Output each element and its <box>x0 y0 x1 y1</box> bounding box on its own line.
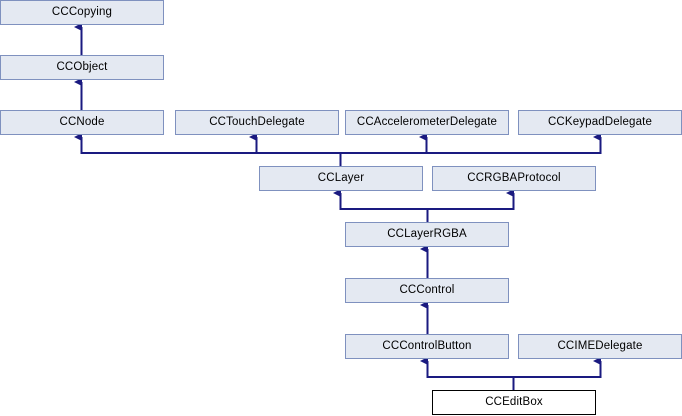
class-node-label: CCKeypadDelegate <box>547 115 653 128</box>
class-node-label: CCEditBox <box>485 395 543 408</box>
class-node-label: CCIMEDelegate <box>557 339 643 352</box>
class-node-label: CCLayer <box>317 171 365 184</box>
class-node-ccaccelerometerdelegate[interactable]: CCAccelerometerDelegate <box>345 110 509 135</box>
class-node-ccobject[interactable]: CCObject <box>0 55 164 80</box>
class-node-label: CCCopying <box>51 5 113 18</box>
class-node-ccrgbaprotocol[interactable]: CCRGBAProtocol <box>432 166 596 191</box>
class-node-label: CCNode <box>59 115 105 128</box>
class-node-ccnode[interactable]: CCNode <box>0 110 164 135</box>
class-node-ccimedelegate[interactable]: CCIMEDelegate <box>518 334 682 359</box>
class-node-label: CCRGBAProtocol <box>467 171 561 184</box>
class-node-label: CCControlButton <box>382 339 472 352</box>
class-node-cctouchdelegate[interactable]: CCTouchDelegate <box>175 110 339 135</box>
class-node-cckeypaddelegate[interactable]: CCKeypadDelegate <box>518 110 682 135</box>
class-node-cccontrolbutton[interactable]: CCControlButton <box>345 334 509 359</box>
class-node-label: CCControl <box>399 283 455 296</box>
class-node-label: CCTouchDelegate <box>209 115 305 128</box>
class-node-cccontrol[interactable]: CCControl <box>345 278 509 303</box>
class-node-cclayer[interactable]: CCLayer <box>259 166 423 191</box>
class-node-label: CCAccelerometerDelegate <box>356 115 498 128</box>
class-node-label: CCObject <box>56 60 108 73</box>
class-node-cclayerrgba[interactable]: CCLayerRGBA <box>345 222 509 247</box>
class-node-cceditbox[interactable]: CCEditBox <box>432 390 596 415</box>
class-node-cccopying[interactable]: CCCopying <box>0 0 164 25</box>
class-node-label: CCLayerRGBA <box>387 227 467 240</box>
